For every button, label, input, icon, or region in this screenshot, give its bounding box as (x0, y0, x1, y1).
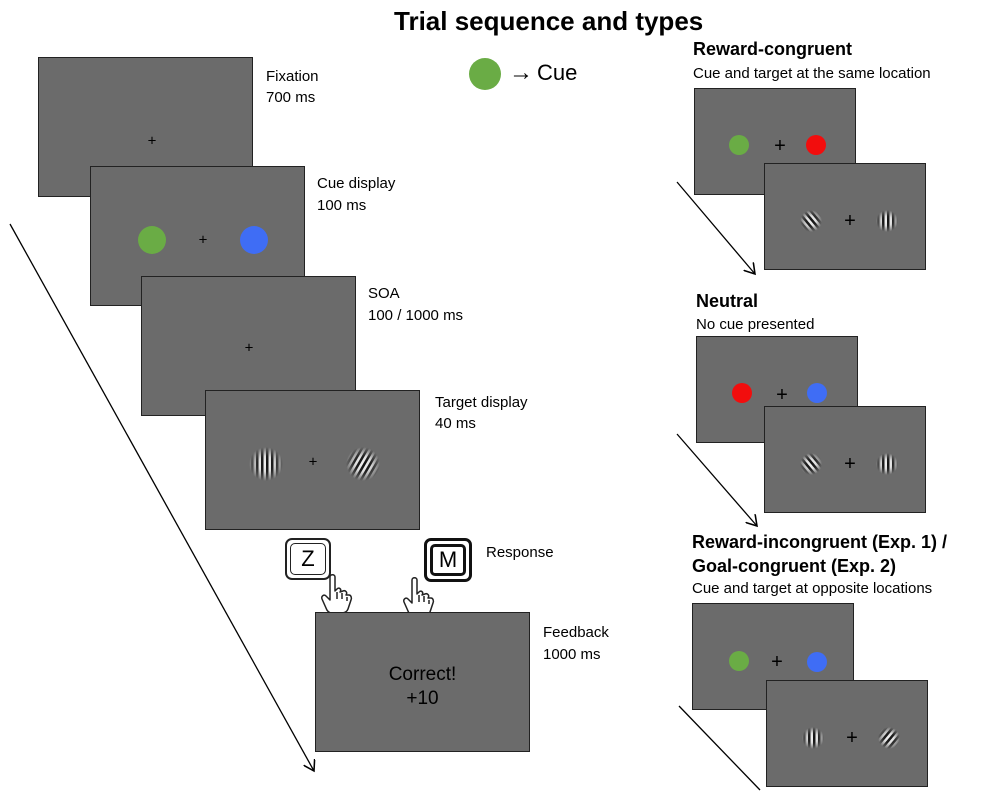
gabor-vertical-icon (876, 210, 898, 232)
panel-incongruent-title-line1: Reward-incongruent (Exp. 1) / (692, 532, 948, 552)
panel-incongruent-subtitle: Cue and target at opposite locations (692, 580, 933, 597)
cue-display-duration: 100 ms (317, 197, 367, 214)
feedback-screen: Correct! +10 (315, 612, 530, 752)
gabor-tilted-icon (800, 210, 822, 232)
panel3-gabors (802, 727, 900, 749)
blue-dot-icon (807, 383, 827, 403)
fixation-cross: + (774, 135, 786, 157)
feedback-points: +10 (406, 688, 439, 709)
fixation-name: Fixation (266, 68, 319, 85)
feedback-name: Feedback (543, 624, 609, 641)
green-dot-icon (729, 651, 749, 671)
gabor-vertical-icon (802, 727, 824, 749)
soa-name: SOA (368, 285, 400, 302)
blue-dot-icon (807, 652, 827, 672)
cue-display-name: Cue display (317, 175, 396, 192)
green-dot-icon (729, 135, 749, 155)
target-display-screen: + (205, 390, 420, 530)
key-m: M (424, 538, 472, 582)
gabor-tilted-icon (346, 447, 380, 481)
fixation-cross: + (771, 651, 783, 673)
fixation-duration: 700 ms (266, 89, 316, 106)
panel-incongruent-title-line2: Goal-congruent (Exp. 2) (692, 556, 897, 576)
gabor-vertical-icon (876, 453, 898, 475)
soa-duration: 100 / 1000 ms (368, 307, 464, 324)
response-label: Response (486, 544, 554, 561)
panel2-target-screen: + (764, 406, 926, 513)
panel1-target-screen: + (764, 163, 926, 270)
fixation-cross: + (846, 727, 858, 749)
panel2-gabors (800, 453, 898, 475)
hand-right-icon (403, 577, 435, 617)
green-cue-dot-icon (138, 226, 166, 254)
gabor-vertical-icon (249, 447, 283, 481)
feedback-correct: Correct! (388, 664, 457, 685)
panel-neutral-subtitle: No cue presented (696, 316, 815, 333)
feedback-duration: 1000 ms (543, 646, 601, 663)
key-z: Z (285, 538, 331, 580)
legend-green-dot-icon (469, 58, 501, 90)
gabor-tilted-icon (878, 727, 900, 749)
target-display-name: Target display (435, 394, 528, 411)
red-dot-icon (732, 383, 752, 403)
fixation-cross: + (844, 453, 856, 475)
arrow-right-icon: → (509, 59, 533, 86)
panel-reward-congruent-subtitle: Cue and target at the same location (693, 65, 931, 82)
fixation-cross: + (776, 384, 788, 406)
panel1-gabors (800, 210, 898, 232)
fixation-cross: + (198, 231, 208, 249)
fixation-cross: + (147, 132, 157, 150)
red-dot-icon (806, 135, 826, 155)
hand-left-icon (321, 574, 353, 614)
fixation-cross: + (844, 210, 856, 232)
panel-reward-congruent-title: Reward-congruent (693, 39, 853, 59)
fixation-cross: + (244, 339, 254, 357)
target-display-duration: 40 ms (435, 415, 476, 432)
panel-neutral-title: Neutral (696, 291, 759, 311)
blue-cue-dot-icon (240, 226, 268, 254)
figure-title: Trial sequence and types (394, 6, 704, 36)
legend-cue-label: Cue (537, 60, 578, 85)
gabor-tilted-icon (800, 453, 822, 475)
fixation-cross: + (308, 453, 318, 471)
target-gabors (249, 447, 380, 481)
panel3-target-screen: + (766, 680, 928, 787)
